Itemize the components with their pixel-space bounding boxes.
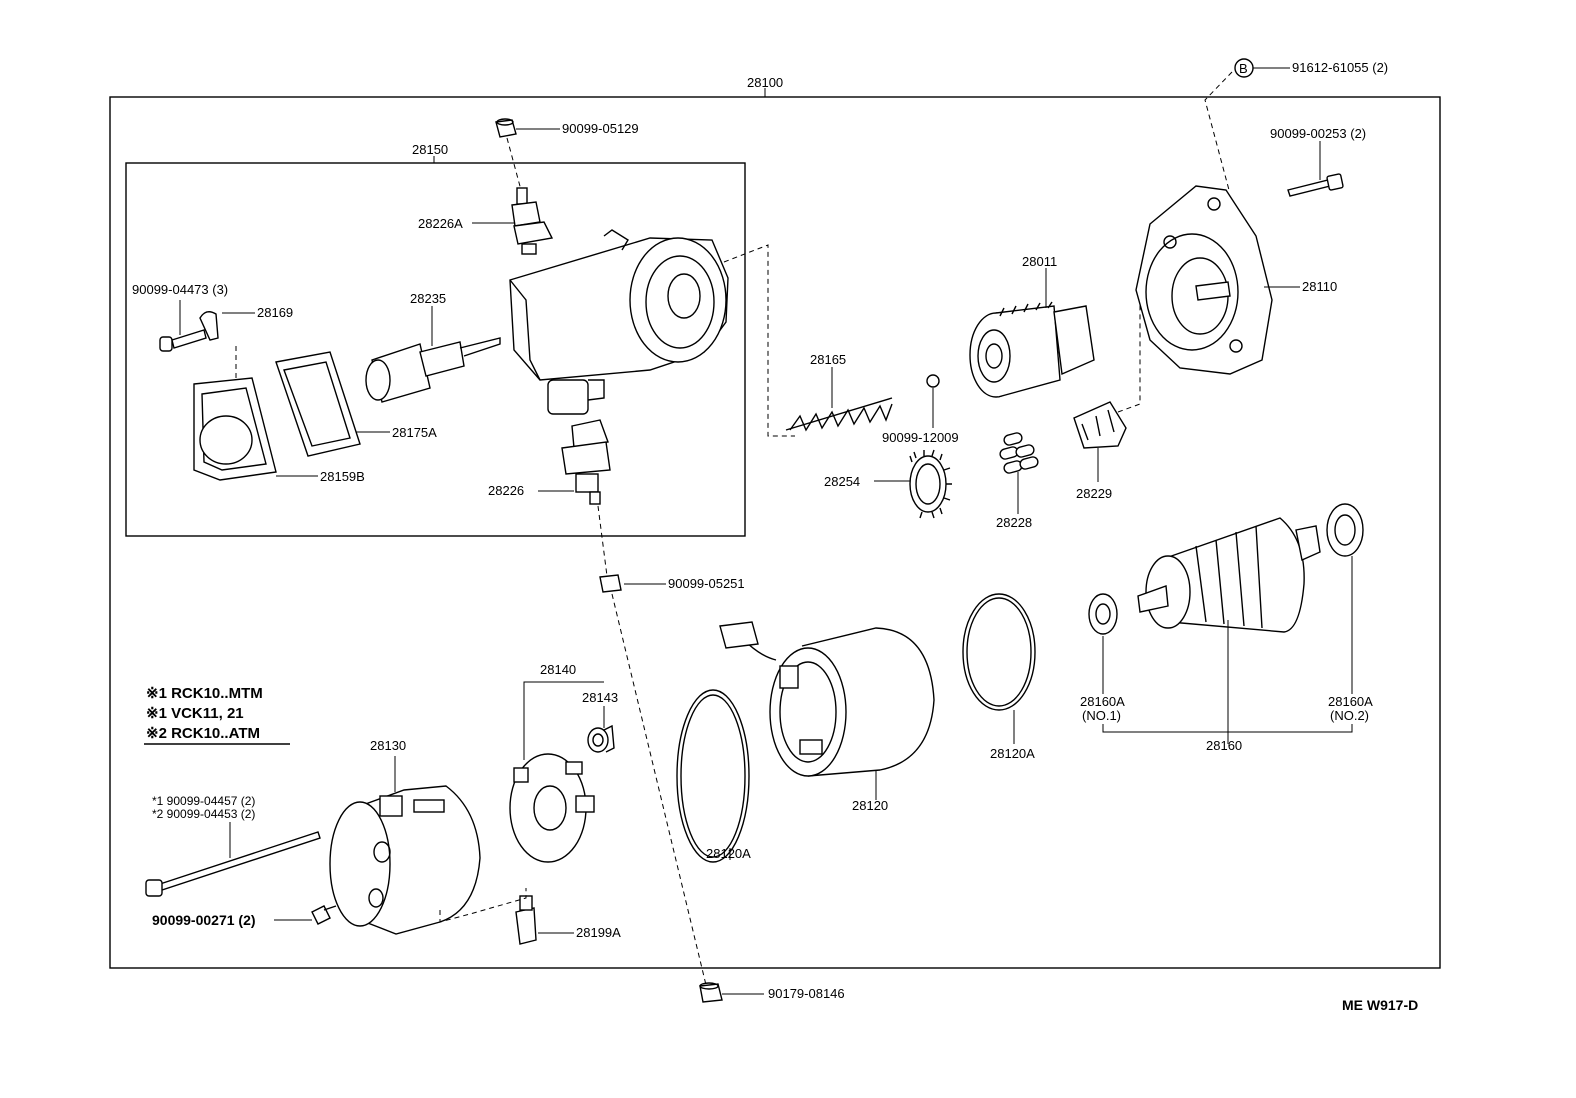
assembly-frame-28100 [109,96,1441,969]
label-28169: 28169 [257,305,293,320]
label-28140: 28140 [540,662,576,677]
nut-top-part [495,118,517,138]
solenoid-frame-28150 [125,162,746,537]
label-through-bolt-1: *1 90099-04457 (2) [152,794,255,808]
bearing-no1-part [1088,593,1118,635]
rollers-28228-part [999,432,1039,474]
label-28160a-no2: 28160A [1328,694,1373,709]
label-28235: 28235 [410,291,446,306]
label-28229: 28229 [1076,486,1112,501]
nut-mid-part [599,574,622,593]
oring-right-part [962,593,1036,711]
label-90099-04473: 90099-04473 (3) [132,282,228,297]
label-28160a-no2-sub: (NO.2) [1330,708,1369,723]
screw-90099-00271-part [311,905,337,925]
label-28100: 28100 [747,75,783,90]
label-28226: 28226 [488,483,524,498]
callout-b-letter: B [1239,61,1248,76]
gasket-28175a-part [275,351,361,457]
label-28011: 28011 [1022,254,1057,269]
label-28143: 28143 [582,690,618,705]
label-28120: 28120 [852,798,888,813]
brush-spring-28143-part [587,724,615,753]
label-91612-61055: 91612-61055 (2) [1292,60,1388,75]
label-28165: 28165 [810,352,846,367]
diagram-code: ME W917-D [1342,997,1418,1013]
note-1: ※1 RCK10..MTM [146,685,263,702]
label-28228: 28228 [996,515,1032,530]
screw-90099-04473-part [159,329,207,352]
label-90099-12009: 90099-12009 [882,430,959,445]
cover-28159b-part [193,377,277,481]
yoke-28120-part [719,621,935,777]
label-90099-05251: 90099-05251 [668,576,745,591]
through-bolt-part [145,831,321,897]
retainer-28229-part [1073,401,1127,449]
label-28160: 28160 [1206,738,1242,753]
label-28254: 28254 [824,474,860,489]
plug-28199a-part [515,895,537,945]
label-28110: 28110 [1302,279,1337,294]
bolt-90099-00253-part [1287,173,1344,197]
note-3: ※2 RCK10..ATM [146,725,260,742]
note-2: ※1 VCK11, 21 [146,705,244,722]
label-28199a: 28199A [576,925,621,940]
label-28160a-no1-sub: (NO.1) [1082,708,1121,723]
label-90099-00271: 90099-00271 (2) [152,912,256,928]
label-28150: 28150 [412,142,448,157]
label-90179-08146: 90179-08146 [768,986,845,1001]
terminal-28226a-part [511,187,554,255]
housing-28110-part [1135,185,1273,375]
plunger-28235-part [365,337,501,403]
label-28120a-left: 28120A [706,846,751,861]
ball-part [926,374,940,388]
bearing-no2-part [1326,503,1364,557]
terminal-28226-part [561,419,611,505]
label-28130: 28130 [370,738,406,753]
solenoid-housing-part [509,229,729,415]
clamp-28169-part [199,311,219,341]
applicability-notes: ※1 RCK10..MTM ※1 VCK11, 21 ※2 RCK10..ATM [144,685,290,745]
label-through-bolt-2: *2 90099-04453 (2) [152,807,255,821]
label-28175a: 28175A [392,425,437,440]
brush-holder-28140-part [509,753,595,863]
label-28120a-right: 28120A [990,746,1035,761]
label-90099-05129: 90099-05129 [562,121,639,136]
armature-28160-part [1137,517,1321,633]
idle-gear-28254-part [909,449,952,519]
clutch-28011-part [969,301,1095,398]
nut-bottom-part [699,982,723,1003]
end-frame-28130-part [329,785,481,935]
label-28159b: 28159B [320,469,365,484]
label-90099-00253: 90099-00253 (2) [1270,126,1366,141]
spring-28165-part [785,397,893,432]
oring-left-part [676,689,750,863]
label-28160a-no1: 28160A [1080,694,1125,709]
label-28226a: 28226A [418,216,463,231]
